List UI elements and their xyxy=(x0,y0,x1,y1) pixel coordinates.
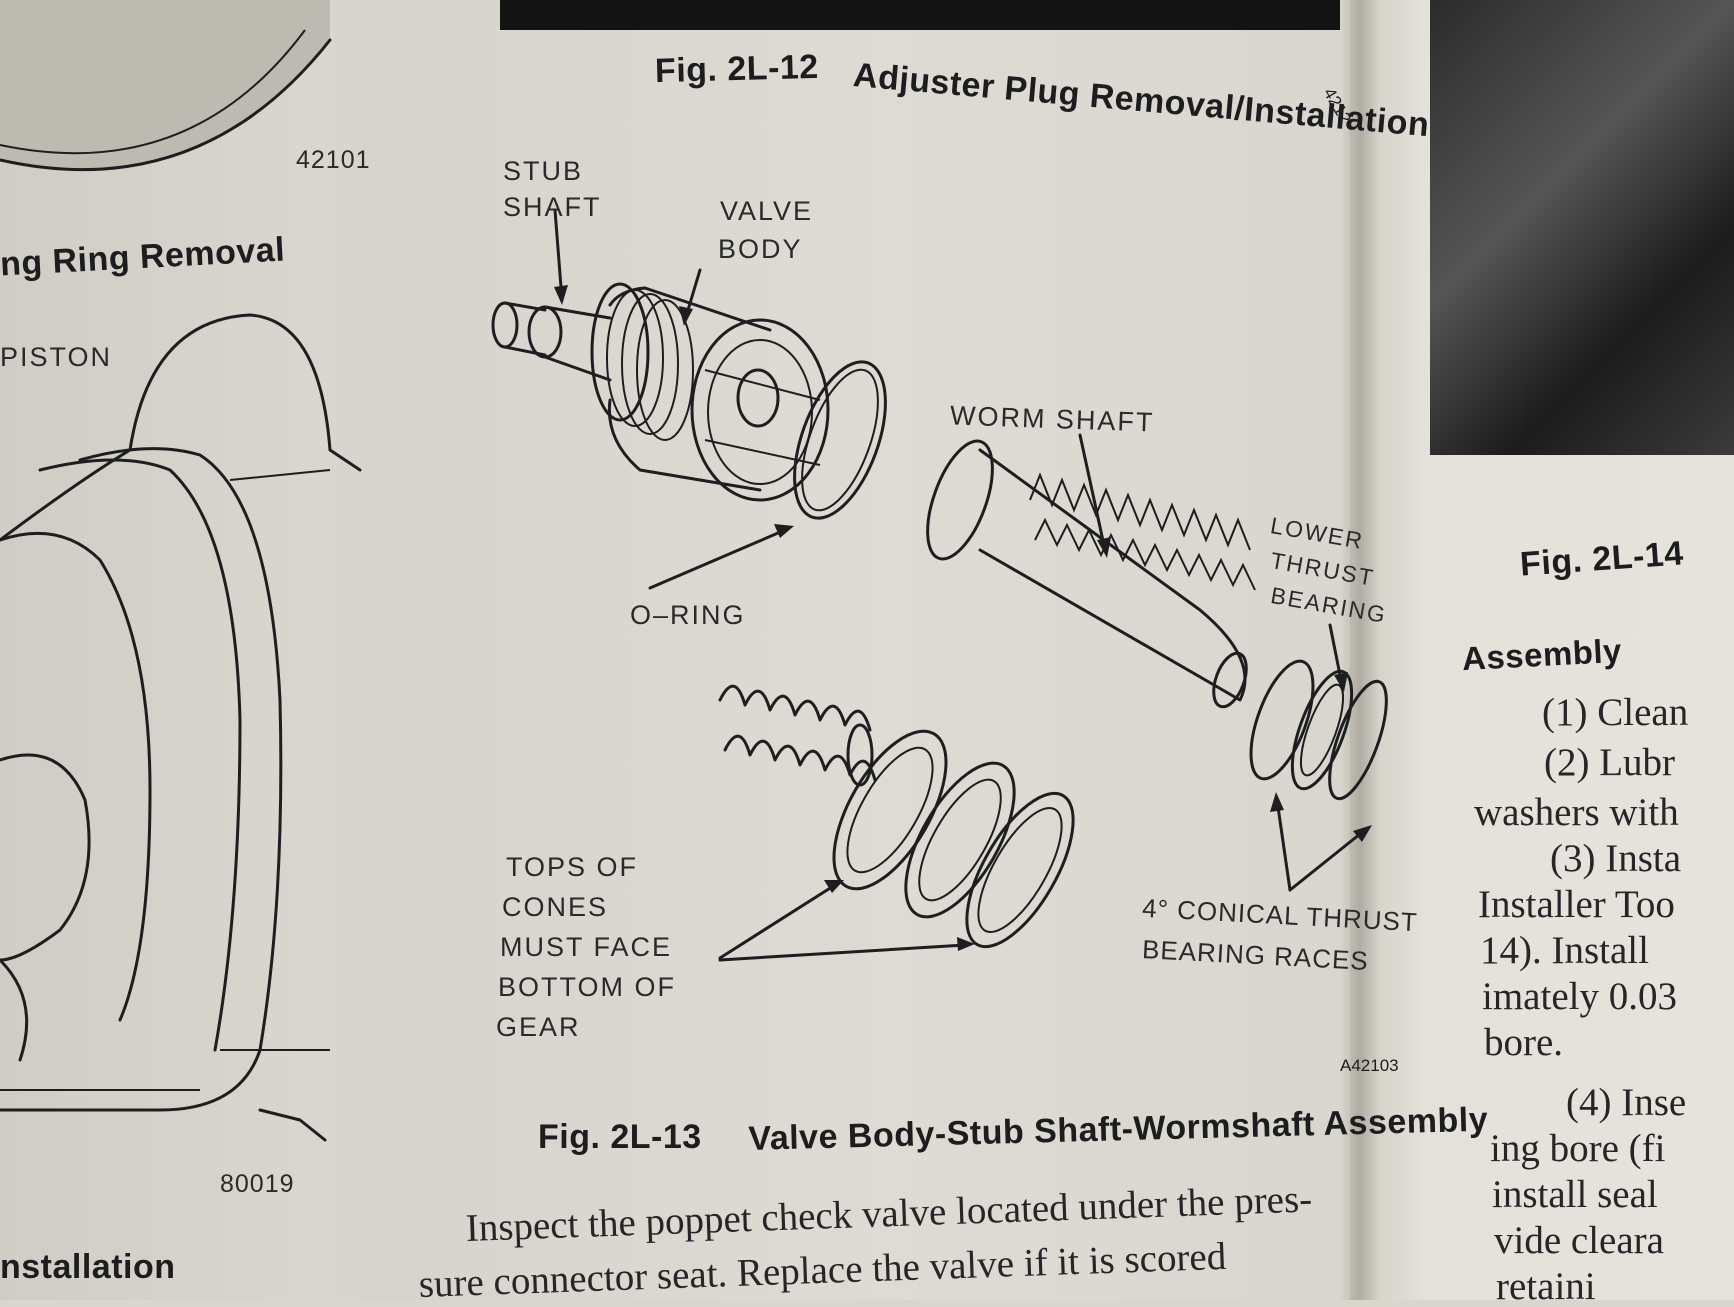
fig-2l-13-number: Fig. 2L-13 xyxy=(538,1118,702,1156)
right-photo xyxy=(1430,0,1734,455)
assembly-text-block: (1) Clean (2) Lubr washers with (3) Inst… xyxy=(1470,690,1734,1300)
valve-body-part xyxy=(590,282,830,502)
tops-of-cones-line3: MUST FACE xyxy=(500,932,673,962)
o-ring-label: O–RING xyxy=(630,600,746,630)
tops-of-cones-line4: BOTTOM OF xyxy=(498,972,676,1002)
tops-of-cones-line2: CONES xyxy=(502,892,609,922)
assembly-line-12: vide cleara xyxy=(1494,1219,1664,1262)
assembly-line-5: Installer Too xyxy=(1478,883,1675,926)
left-fig-code-top: 42101 xyxy=(296,146,371,174)
assembly-line-9: (4) Inse xyxy=(1566,1081,1687,1124)
assembly-line-3: washers with xyxy=(1474,791,1679,834)
assembly-line-10: ing bore (fi xyxy=(1490,1127,1666,1170)
tops-of-cones-line5: GEAR xyxy=(496,1012,581,1042)
assembly-line-7: imately 0.03 xyxy=(1482,975,1677,1018)
center-page xyxy=(400,0,1370,1300)
bottom-bearing-stack-part xyxy=(832,729,1075,949)
valve-body-label-line1: VALVE xyxy=(720,196,814,226)
assembly-line-1: (1) Clean xyxy=(1542,691,1689,734)
tops-of-cones-line1: TOPS OF xyxy=(506,852,639,882)
piston-label: PISTON xyxy=(0,342,113,372)
book-gutter xyxy=(1340,0,1380,1300)
assembly-line-6: 14). Install xyxy=(1480,929,1649,972)
assembly-line-4: (3) Insta xyxy=(1550,837,1682,880)
left-caption-bottom: nstallation xyxy=(0,1248,176,1286)
exploded-assembly-diagram xyxy=(491,208,1388,962)
worm-shaft-part xyxy=(926,439,1256,709)
assembly-line-13: retaini xyxy=(1496,1265,1596,1300)
stub-shaft-part xyxy=(491,301,612,382)
diagram-code: A42103 xyxy=(1340,1056,1399,1075)
fig-2l-12-number: Fig. 2L-12 xyxy=(654,47,820,91)
leader-arrows xyxy=(553,208,1372,962)
assembly-line-11: install seal xyxy=(1492,1173,1658,1216)
assembly-line-2: (2) Lubr xyxy=(1544,741,1676,784)
assembly-line-8: bore. xyxy=(1484,1021,1564,1064)
top-photo-strip xyxy=(500,0,1340,30)
stub-shaft-label-line2: SHAFT xyxy=(503,192,602,222)
valve-body-label-line2: BODY xyxy=(718,234,803,264)
stub-shaft-label-line1: STUB xyxy=(503,156,584,186)
spring-coil-part xyxy=(718,684,877,787)
o-ring-part xyxy=(793,360,887,520)
lower-thrust-bearing-part xyxy=(1249,659,1388,801)
left-fig-code-bottom: 80019 xyxy=(220,1170,295,1198)
left-illustration xyxy=(0,0,362,1142)
